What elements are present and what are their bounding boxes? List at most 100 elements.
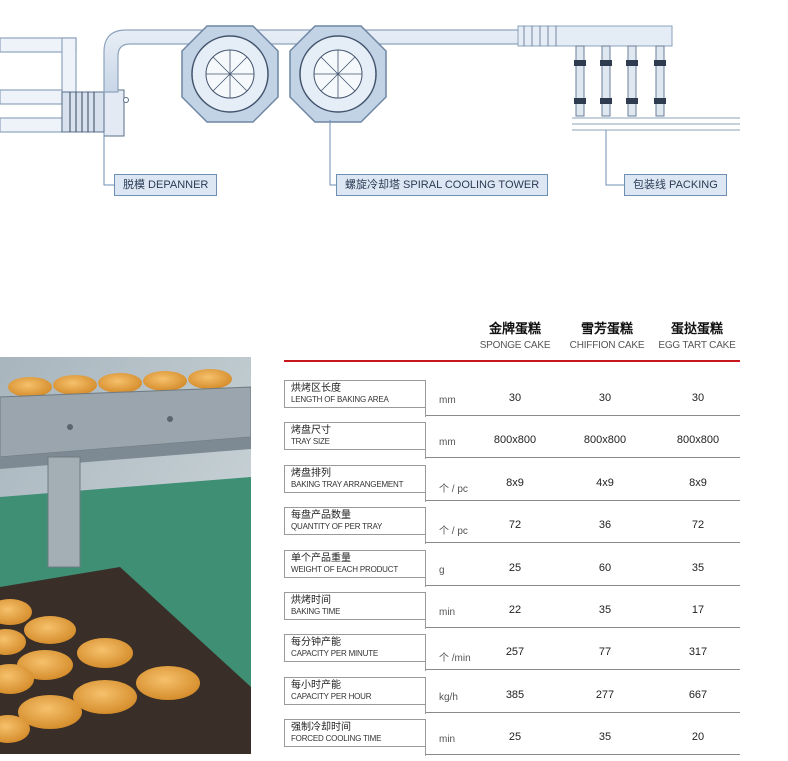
value-chiffion: 277 bbox=[595, 688, 615, 701]
column-header-egg-tart: 蛋挞蛋糕 EGG TART CAKE bbox=[652, 318, 742, 351]
row-label-cn: 烤盘尺寸 bbox=[291, 425, 331, 437]
row-unit: g bbox=[439, 564, 445, 576]
value-sponge: 800x800 bbox=[493, 434, 537, 447]
row-label: 烤盘尺寸 TRAY SIZE bbox=[284, 422, 426, 460]
value-sponge: 25 bbox=[508, 731, 522, 744]
value-sponge: 72 bbox=[508, 519, 522, 532]
table-row: 烤盘排列 BAKING TRAY ARRANGEMENT 个 / pc 8x9 … bbox=[284, 464, 740, 502]
row-divider bbox=[426, 754, 740, 756]
table-row: 强制冷却时间 FORCED COOLING TIME min 25 35 20 bbox=[284, 719, 740, 757]
value-sponge: 30 bbox=[508, 392, 522, 404]
value-egg-tart: 30 bbox=[691, 392, 705, 404]
packing-callout: 包装线 PACKING bbox=[624, 174, 727, 196]
value-egg-tart: 667 bbox=[688, 688, 708, 701]
production-line-diagram: 脱模 DEPANNER 螺旋冷却塔 SPIRAL COOLING TOWER 包… bbox=[0, 0, 788, 210]
value-sponge: 257 bbox=[505, 646, 525, 659]
value-sponge: 22 bbox=[508, 604, 522, 616]
header-divider bbox=[284, 360, 740, 362]
row-label-en: TRAY SIZE bbox=[291, 437, 330, 447]
spiral-cooling-tower-callout: 螺旋冷却塔 SPIRAL COOLING TOWER bbox=[336, 174, 549, 196]
value-sponge: 385 bbox=[505, 688, 525, 701]
row-label-en: FORCED COOLING TIME bbox=[291, 734, 382, 744]
depanner-callout: 脱模 DEPANNER bbox=[114, 174, 218, 196]
row-label: 每盘产品数量 QUANTITY OF PER TRAY bbox=[284, 507, 426, 545]
value-sponge: 8x9 bbox=[506, 476, 524, 489]
value-egg-tart: 800x800 bbox=[676, 434, 720, 447]
value-chiffion: 35 bbox=[598, 731, 612, 744]
packing-line bbox=[572, 45, 740, 131]
row-label: 单个产品重量 WEIGHT OF EACH PRODUCT bbox=[284, 549, 426, 587]
value-egg-tart: 17 bbox=[691, 604, 705, 616]
row-label-en: BAKING TIME bbox=[291, 607, 341, 616]
row-unit: 个 / pc bbox=[439, 526, 468, 538]
column-title-en: CHIFFION CAKE bbox=[569, 340, 645, 351]
row-label-en: BAKING TRAY ARRANGEMENT bbox=[291, 479, 404, 489]
value-chiffion: 77 bbox=[598, 646, 612, 659]
row-divider bbox=[426, 711, 740, 713]
cakes-on-conveyor-image bbox=[0, 357, 251, 754]
column-title-cn: 蛋挞蛋糕 bbox=[670, 321, 723, 336]
spiral-tower-1 bbox=[181, 25, 279, 123]
row-divider bbox=[426, 499, 740, 501]
row-divider bbox=[426, 542, 740, 544]
row-label-cn: 强制冷却时间 bbox=[291, 722, 351, 734]
value-chiffion: 30 bbox=[598, 392, 612, 404]
value-chiffion: 800x800 bbox=[583, 434, 627, 447]
spiral-tower-2 bbox=[289, 25, 387, 123]
row-label-cn: 烤盘排列 bbox=[291, 467, 331, 479]
value-chiffion: 36 bbox=[598, 519, 612, 532]
row-divider bbox=[426, 669, 740, 671]
table-row: 每分钟产能 CAPACITY PER MINUTE 个 /min 257 77 … bbox=[284, 634, 740, 672]
row-label: 强制冷却时间 FORCED COOLING TIME bbox=[284, 719, 426, 757]
value-chiffion: 60 bbox=[598, 561, 612, 574]
table-row: 每小时产能 CAPACITY PER HOUR kg/h 385 277 667 bbox=[284, 676, 740, 714]
value-egg-tart: 72 bbox=[691, 519, 705, 532]
table-row: 烤盘尺寸 TRAY SIZE mm 800x800 800x800 800x80… bbox=[284, 422, 740, 460]
row-label: 烤盘排列 BAKING TRAY ARRANGEMENT bbox=[284, 464, 426, 502]
table-row: 烘烤时间 BAKING TIME min 22 35 17 bbox=[284, 592, 740, 629]
depanner-machine bbox=[61, 89, 129, 137]
row-unit: mm bbox=[439, 437, 456, 449]
row-label: 每小时产能 CAPACITY PER HOUR bbox=[284, 676, 426, 714]
row-unit: kg/h bbox=[439, 691, 458, 703]
row-label-en: CAPACITY PER MINUTE bbox=[291, 649, 379, 659]
table-row: 每盘产品数量 QUANTITY OF PER TRAY 个 / pc 72 36… bbox=[284, 507, 740, 545]
row-unit: min bbox=[439, 607, 456, 618]
row-label-en: LENGTH OF BAKING AREA bbox=[291, 395, 389, 404]
value-sponge: 25 bbox=[508, 561, 522, 574]
production-line-drawing bbox=[0, 25, 740, 186]
value-chiffion: 35 bbox=[598, 604, 612, 616]
table-row: 烘烤区长度 LENGTH OF BAKING AREA mm 30 30 30 bbox=[284, 380, 740, 417]
column-header-chiffion: 雪芳蛋糕 CHIFFION CAKE bbox=[562, 318, 652, 351]
row-unit: 个 /min bbox=[439, 653, 471, 665]
row-label-en: QUANTITY OF PER TRAY bbox=[291, 522, 383, 532]
product-photo bbox=[0, 357, 251, 754]
row-unit: mm bbox=[439, 395, 456, 406]
row-label-cn: 每分钟产能 bbox=[291, 637, 341, 649]
column-title-cn: 雪芳蛋糕 bbox=[580, 321, 633, 336]
row-unit: min bbox=[439, 734, 456, 746]
value-egg-tart: 35 bbox=[691, 561, 705, 574]
column-title-cn: 金牌蛋糕 bbox=[488, 321, 541, 336]
value-chiffion: 4x9 bbox=[596, 476, 614, 489]
callout-leaders bbox=[103, 120, 624, 186]
row-divider bbox=[426, 457, 740, 459]
row-label: 每分钟产能 CAPACITY PER MINUTE bbox=[284, 634, 426, 672]
value-egg-tart: 8x9 bbox=[689, 476, 707, 489]
row-label-cn: 单个产品重量 bbox=[291, 552, 351, 564]
table-row: 单个产品重量 WEIGHT OF EACH PRODUCT g 25 60 35 bbox=[284, 549, 740, 587]
column-title-en: SPONGE CAKE bbox=[479, 340, 551, 351]
row-label-en: CAPACITY PER HOUR bbox=[291, 691, 372, 701]
row-divider bbox=[426, 627, 740, 628]
row-label-en: WEIGHT OF EACH PRODUCT bbox=[291, 564, 399, 574]
row-label: 烘烤区长度 LENGTH OF BAKING AREA bbox=[284, 380, 426, 417]
value-egg-tart: 317 bbox=[688, 646, 708, 659]
row-divider bbox=[426, 584, 740, 586]
row-label: 烘烤时间 BAKING TIME bbox=[284, 592, 426, 629]
column-title-en: EGG TART CAKE bbox=[658, 340, 736, 351]
row-label-cn: 每盘产品数量 bbox=[291, 510, 351, 522]
column-header-sponge: 金牌蛋糕 SPONGE CAKE bbox=[470, 318, 560, 351]
row-label-cn: 烘烤区长度 bbox=[291, 383, 341, 394]
row-unit: 个 / pc bbox=[439, 483, 468, 495]
row-label-cn: 每小时产能 bbox=[291, 679, 341, 691]
